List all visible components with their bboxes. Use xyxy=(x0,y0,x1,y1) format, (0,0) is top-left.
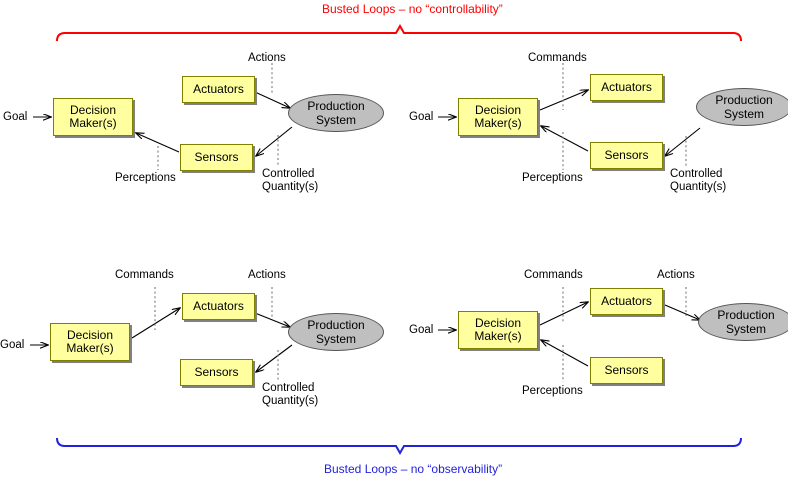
br-actions-label: Actions xyxy=(657,269,695,281)
top-brace xyxy=(56,23,742,42)
br-sensors-node: Sensors xyxy=(590,357,663,384)
tr-sensors-text: Sensors xyxy=(604,148,649,162)
diagram-bottom-right-connectors xyxy=(438,287,700,382)
bl-sensors-node: Sensors xyxy=(180,359,253,386)
bl-actions-label: Actions xyxy=(248,269,286,281)
bl-commands-label: Commands xyxy=(115,269,174,281)
bottom-caption: Busted Loops – no “observability” xyxy=(324,462,503,476)
diagram-bottom-left-connectors xyxy=(30,287,293,380)
tr-sensors-node: Sensors xyxy=(590,142,663,169)
tl-perceptions-label: Perceptions xyxy=(115,172,176,184)
bl-sensors-text: Sensors xyxy=(194,365,239,379)
tr-goal-label: Goal xyxy=(409,111,434,123)
diagram-top-right-connectors xyxy=(438,63,701,170)
br-actuators-text: Actuators xyxy=(601,294,652,308)
diagram-top-left-connectors xyxy=(33,63,293,170)
bl-actuators-node: Actuators xyxy=(182,293,255,320)
br-goal-label: Goal xyxy=(409,324,434,336)
bl-goal-label: Goal xyxy=(0,339,25,351)
br-sensors-text: Sensors xyxy=(604,363,649,377)
tl-sensors-node: Sensors xyxy=(180,144,253,171)
tl-sensors-text: Sensors xyxy=(194,150,239,164)
tr-actuators-node: Actuators xyxy=(590,74,663,101)
br-commands-label: Commands xyxy=(524,269,583,281)
bottom-brace xyxy=(56,437,742,456)
tr-perceptions-label: Perceptions xyxy=(522,172,583,184)
bl-actuators-text: Actuators xyxy=(193,299,244,313)
tl-goal-label: Goal xyxy=(3,111,28,123)
tr-actuators-text: Actuators xyxy=(601,80,652,94)
br-actuators-node: Actuators xyxy=(590,288,663,315)
br-perceptions-label: Perceptions xyxy=(522,385,583,397)
tl-actions-label: Actions xyxy=(248,52,286,64)
tl-actuators-node: Actuators xyxy=(182,76,255,103)
top-caption: Busted Loops – no “controllability” xyxy=(322,2,503,16)
tr-commands-label: Commands xyxy=(528,52,587,64)
tl-actuators-text: Actuators xyxy=(193,82,244,96)
